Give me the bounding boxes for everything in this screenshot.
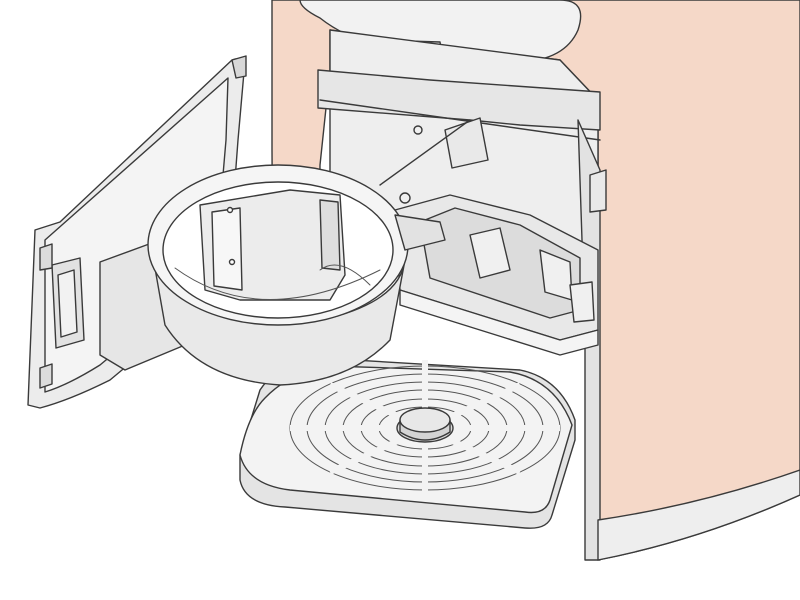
holder-slot: [319, 199, 341, 271]
tray-lip: [399, 289, 599, 356]
door-clip: [39, 243, 53, 271]
door-handle-inner: [57, 269, 78, 338]
rod-end: [413, 125, 423, 135]
door-tab: [231, 55, 247, 79]
tray-divider: [469, 227, 511, 279]
holder-bottom-arc: [174, 267, 381, 300]
door-clip-2: [39, 363, 53, 389]
water-tray: [379, 117, 607, 356]
holder-rivet: [226, 206, 234, 214]
holder-bottom-arc-2: [319, 264, 371, 286]
rod-end-2: [399, 192, 411, 204]
tray-latch-2: [589, 169, 607, 213]
drip-tray: [239, 357, 576, 529]
cavity-upper-panel: [317, 69, 601, 131]
cavity-side-rail: [319, 99, 601, 141]
tray-clip: [569, 281, 595, 323]
base-band: [597, 469, 800, 561]
pivot-rod: [379, 119, 471, 186]
holder-rivet: [228, 258, 236, 266]
holder-window: [211, 207, 243, 291]
grate-center-cap: [399, 407, 451, 433]
filter-holder: [147, 164, 446, 386]
holder-arm: [394, 214, 446, 251]
